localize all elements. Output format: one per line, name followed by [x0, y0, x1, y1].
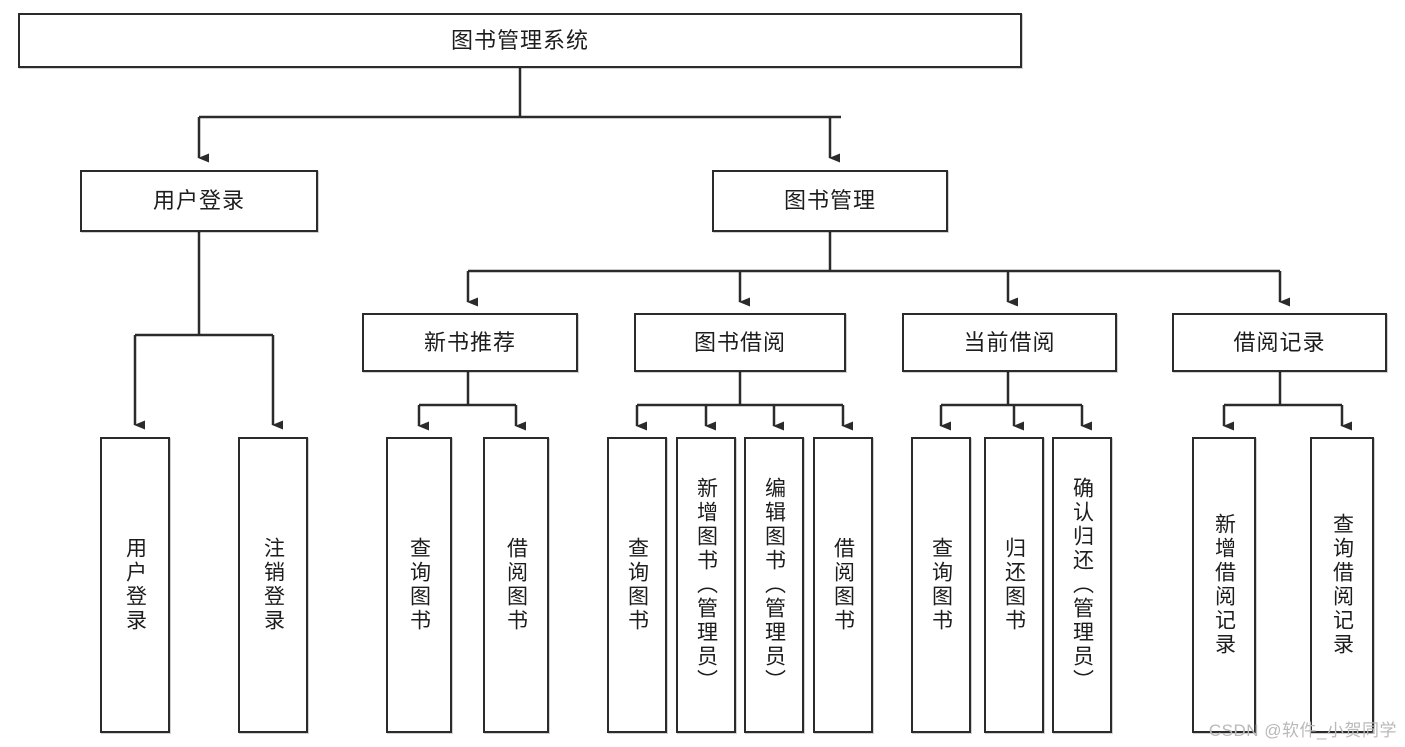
node-leaf-borrow-book-2[interactable]: 借阅图书 — [813, 437, 873, 733]
node-book-management[interactable]: 图书管理 — [712, 170, 948, 232]
node-user-login[interactable]: 用户登录 — [80, 170, 318, 232]
node-leaf-add-book-admin[interactable]: 新增图书（管理员） — [676, 437, 736, 733]
node-label: 编辑图书（管理员） — [762, 477, 786, 693]
node-label: 确认归还（管理员） — [1070, 477, 1094, 693]
node-label: 图书借阅 — [693, 329, 786, 355]
node-leaf-user-login[interactable]: 用户登录 — [100, 437, 170, 733]
node-leaf-return-book[interactable]: 归还图书 — [984, 437, 1044, 733]
watermark-text: CSDN @软件_小贺同学 — [1208, 721, 1397, 740]
node-leaf-query-book-3[interactable]: 查询图书 — [911, 437, 971, 733]
node-label: 新增借阅记录 — [1212, 513, 1236, 657]
node-leaf-confirm-return-admin[interactable]: 确认归还（管理员） — [1052, 437, 1112, 733]
node-leaf-edit-book-admin[interactable]: 编辑图书（管理员） — [744, 437, 804, 733]
node-label: 借阅记录 — [1233, 329, 1326, 355]
node-label: 注销登录 — [261, 537, 285, 633]
node-root-system[interactable]: 图书管理系统 — [18, 13, 1022, 68]
node-label: 借阅图书 — [831, 537, 855, 633]
node-label: 查询图书 — [929, 537, 953, 633]
node-borrow-record[interactable]: 借阅记录 — [1172, 313, 1387, 372]
node-book-borrow[interactable]: 图书借阅 — [634, 313, 846, 372]
node-leaf-query-book-2[interactable]: 查询图书 — [607, 437, 667, 733]
node-label: 图书管理 — [783, 188, 876, 214]
node-label: 用户登录 — [152, 188, 245, 214]
node-label: 查询图书 — [625, 537, 649, 633]
node-new-book-recommend[interactable]: 新书推荐 — [362, 313, 578, 372]
node-label: 新增图书（管理员） — [694, 477, 718, 693]
node-leaf-query-borrow-record[interactable]: 查询借阅记录 — [1310, 437, 1374, 733]
node-label: 查询图书 — [407, 537, 431, 633]
node-label: 归还图书 — [1002, 537, 1026, 633]
node-label: 用户登录 — [123, 537, 147, 633]
node-label: 新书推荐 — [423, 329, 516, 355]
node-leaf-borrow-book-1[interactable]: 借阅图书 — [483, 437, 549, 733]
node-label: 图书管理系统 — [450, 27, 589, 53]
node-label: 借阅图书 — [504, 537, 528, 633]
node-leaf-add-borrow-record[interactable]: 新增借阅记录 — [1192, 437, 1256, 733]
node-label: 当前借阅 — [963, 329, 1056, 355]
node-leaf-query-book-1[interactable]: 查询图书 — [386, 437, 452, 733]
node-leaf-user-logout[interactable]: 注销登录 — [238, 437, 308, 733]
node-current-borrow[interactable]: 当前借阅 — [902, 313, 1117, 372]
node-label: 查询借阅记录 — [1330, 513, 1354, 657]
